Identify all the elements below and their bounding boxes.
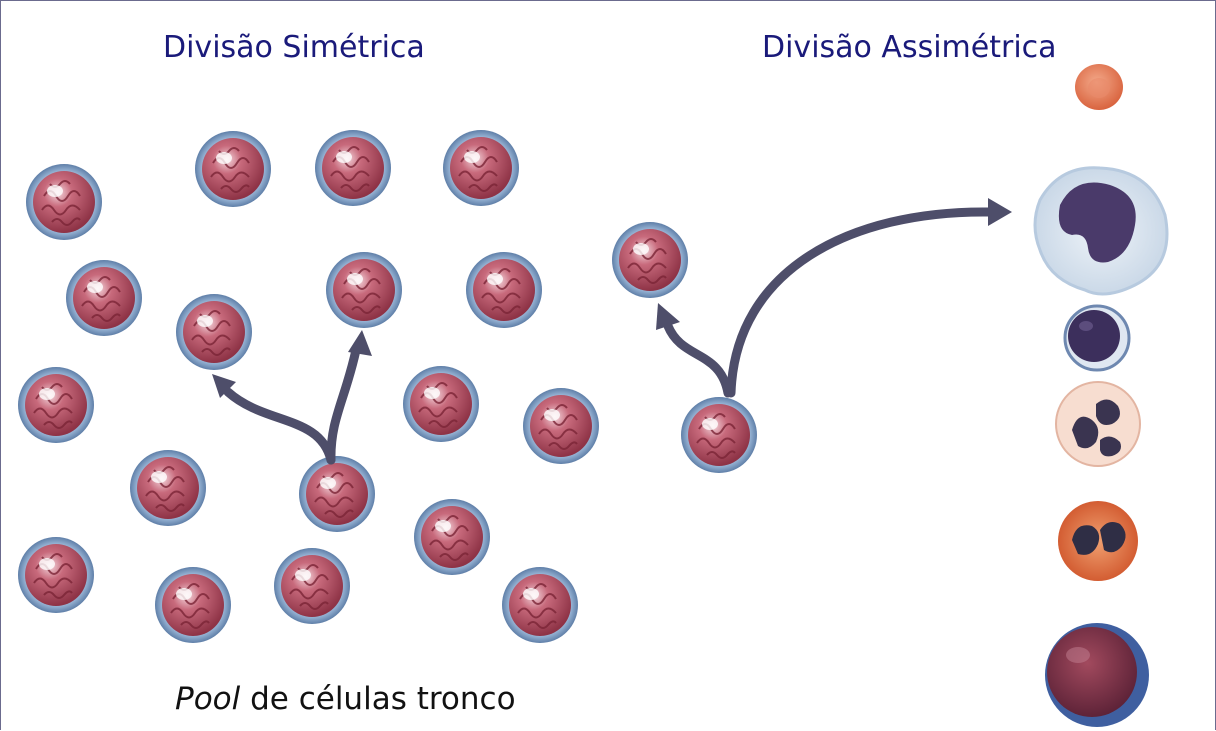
stem-cell [194,130,272,208]
basophil-icon [1045,623,1149,727]
symmetric-division-arrows [223,345,361,465]
erythrocyte-icon [1075,64,1123,110]
asymmetric-division-arrows [663,207,995,398]
arrow-right [326,345,361,465]
arrow-left [223,387,336,465]
arrow-to-mature-cell [726,207,995,398]
stem-cell [25,163,103,241]
arrow-head [656,303,680,330]
stem-cell [273,547,351,625]
stem-cell [680,396,758,474]
mature-blood-cells [1033,64,1169,727]
stem-cell [611,221,689,299]
caption-text: de células tronco [240,681,516,717]
lymphocyte-icon [1063,304,1131,372]
stem-cell [17,536,95,614]
arrow-head [212,374,236,398]
stem-cell [442,129,520,207]
arrow-head [348,330,372,356]
neutrophil-icon [1055,381,1141,467]
asymmetric-division-title: Divisão Assimétrica [762,30,1057,65]
arrow-to-stem-cell [663,321,733,398]
arrow-head [988,198,1012,226]
eosinophil-icon [1058,501,1138,581]
stem-cell [314,129,392,207]
stem-cell [325,251,403,329]
stem-cell [298,455,376,533]
monocyte-icon [1033,166,1169,296]
symmetric-division-title: Divisão Simétrica [163,30,425,65]
stem-cell-pool-caption: Pool de células tronco [175,684,516,715]
stem-cell-pool [17,129,600,644]
stem-cell [154,566,232,644]
stem-cell [465,251,543,329]
stem-cell [175,293,253,371]
stem-cell [522,387,600,465]
stem-cell [17,366,95,444]
stem-cell [413,498,491,576]
stem-cell [129,449,207,527]
stem-cell [501,566,579,644]
caption-italic-word: Pool [175,681,241,717]
stem-cell [65,259,143,337]
stem-cell [402,365,480,443]
